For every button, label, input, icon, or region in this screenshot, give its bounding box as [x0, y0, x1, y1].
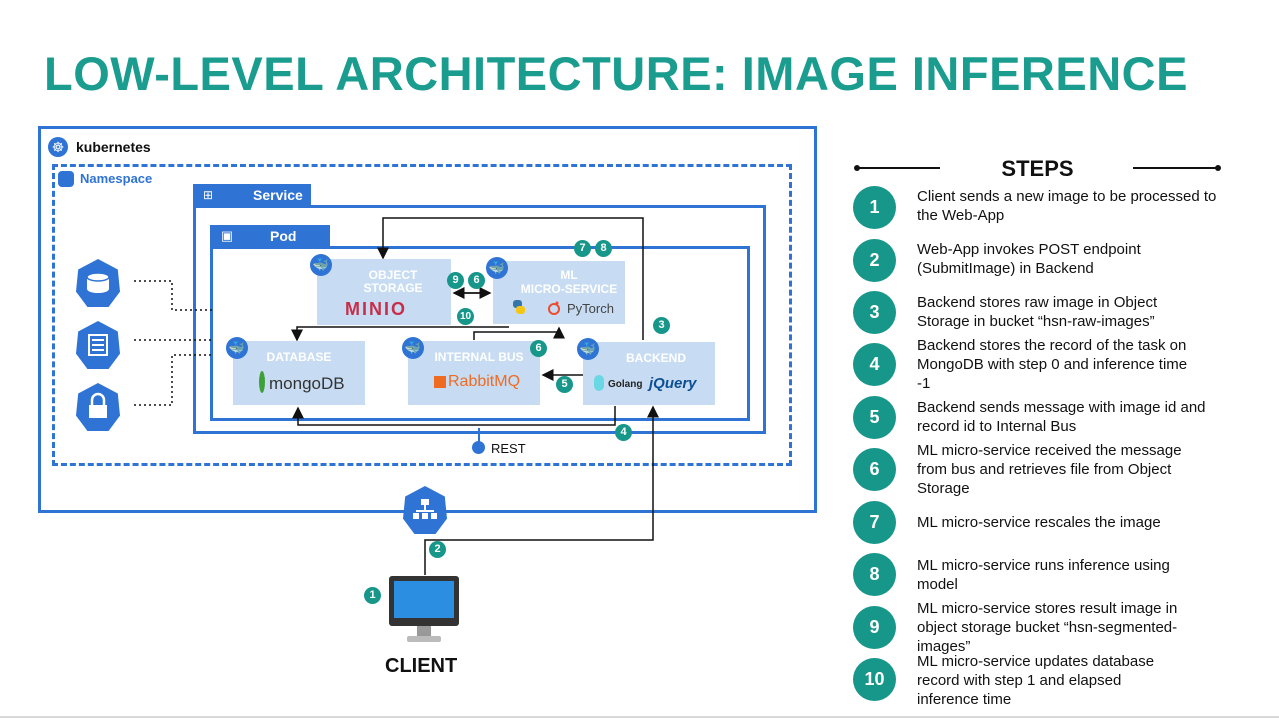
rabbitmq-icon — [434, 376, 446, 388]
object-storage-component: OBJECT STORAGE MINIO — [317, 259, 451, 325]
client-label: CLIENT — [385, 655, 458, 677]
backend-component: BACKEND Golang jQuery — [583, 342, 715, 405]
namespace-icon — [58, 171, 74, 187]
step-text: ML micro-service rescales the image — [917, 514, 1161, 531]
step-number: 2 — [853, 239, 896, 282]
service-label: Service — [253, 187, 303, 203]
ml-service-component: ML MICRO-SERVICE PyTorch — [493, 261, 625, 324]
diagram-step-badge: 9 — [447, 272, 464, 289]
diagram-step-badge: 8 — [595, 240, 612, 257]
mongodb-leaf-icon — [259, 371, 265, 393]
ingress-load-balancer-icon — [403, 486, 447, 534]
diagram-step-badge: 5 — [556, 376, 573, 393]
step-number: 9 — [853, 606, 896, 649]
pytorch-icon — [547, 300, 561, 316]
python-icon — [511, 299, 527, 315]
namespace-label: Namespace — [80, 171, 153, 186]
diagram-step-badge: 2 — [429, 541, 446, 558]
gopher-icon — [594, 375, 604, 391]
step-text: Web-App invokes POST endpoint (SubmitIma… — [917, 241, 1141, 277]
step-number: 1 — [853, 186, 896, 229]
rest-connector — [478, 428, 480, 442]
step-text: Backend sends message with image id and … — [917, 399, 1206, 435]
step-text: Backend stores the record of the task on… — [917, 337, 1188, 392]
pytorch-logo: PyTorch — [567, 301, 614, 316]
step-text: Client sends a new image to be processed… — [917, 188, 1217, 224]
namespace-box — [52, 164, 792, 466]
rabbitmq-logo: RabbitMQ — [448, 373, 521, 390]
internal-bus-component: INTERNAL BUS RabbitMQ — [408, 341, 540, 405]
rest-label: REST — [491, 441, 526, 456]
footer-divider — [0, 716, 1279, 718]
rest-endpoint-icon — [472, 441, 485, 454]
step-text: ML micro-service received the message fr… — [917, 442, 1182, 497]
step-number: 7 — [853, 501, 896, 544]
docker-icon: 🐳 — [226, 337, 248, 359]
docker-icon: 🐳 — [577, 338, 599, 360]
step-number: 6 — [853, 448, 896, 491]
diagram-step-badge: 3 — [653, 317, 670, 334]
diagram-step-badge: 4 — [615, 424, 632, 441]
client-computer-icon — [389, 576, 459, 646]
step-number: 10 — [853, 658, 896, 701]
database-component: DATABASE mongoDB — [233, 341, 365, 405]
step-text: Backend stores raw image in Object Stora… — [917, 294, 1158, 330]
secret-lock-icon — [76, 383, 120, 431]
diagram-step-badge: 1 — [364, 587, 381, 604]
docker-icon: 🐳 — [402, 337, 424, 359]
service-icon: ⊞ — [202, 188, 214, 202]
kubernetes-icon: ☸ — [48, 137, 68, 157]
ml-service-title-2: MICRO-SERVICE — [520, 282, 618, 296]
steps-title: STEPS — [1001, 156, 1074, 181]
pod-label: Pod — [270, 228, 297, 244]
pod-icon: ▣ — [220, 228, 234, 243]
kubernetes-label: kubernetes — [76, 139, 151, 155]
diagram-step-badge: 6 — [468, 272, 485, 289]
page-title: LOW-LEVEL ARCHITECTURE: IMAGE INFERENCE — [44, 47, 1188, 100]
config-list-icon — [76, 321, 120, 369]
diagram-step-badge: 10 — [457, 308, 474, 325]
docker-icon: 🐳 — [486, 257, 508, 279]
diagram-step-badge: 6 — [530, 340, 547, 357]
mongodb-logo: mongoDB — [269, 374, 345, 393]
step-number: 5 — [853, 396, 896, 439]
step-number: 4 — [853, 343, 896, 386]
pod-tab: ▣ Pod — [210, 225, 330, 247]
object-storage-title: OBJECT STORAGE — [363, 268, 423, 295]
diagram-step-badge: 7 — [574, 240, 591, 257]
step-text: ML micro-service stores result image in … — [917, 600, 1178, 655]
storage-disk-icon — [76, 259, 120, 307]
backend-title: BACKEND — [626, 351, 686, 365]
service-tab: ⊞ Service — [193, 184, 311, 206]
database-title: DATABASE — [266, 350, 332, 364]
step-text: ML micro-service runs inference using mo… — [917, 557, 1170, 593]
minio-logo: MINIO — [345, 299, 407, 319]
step-number: 8 — [853, 553, 896, 596]
step-number: 3 — [853, 291, 896, 334]
pod-box — [210, 246, 750, 421]
jquery-logo: jQuery — [649, 375, 697, 392]
golang-logo: Golang — [608, 379, 643, 390]
docker-icon: 🐳 — [310, 254, 332, 276]
internal-bus-title: INTERNAL BUS — [434, 350, 524, 364]
step-text: ML micro-service updates database record… — [917, 653, 1155, 708]
ml-service-title-1: ML — [560, 268, 578, 282]
